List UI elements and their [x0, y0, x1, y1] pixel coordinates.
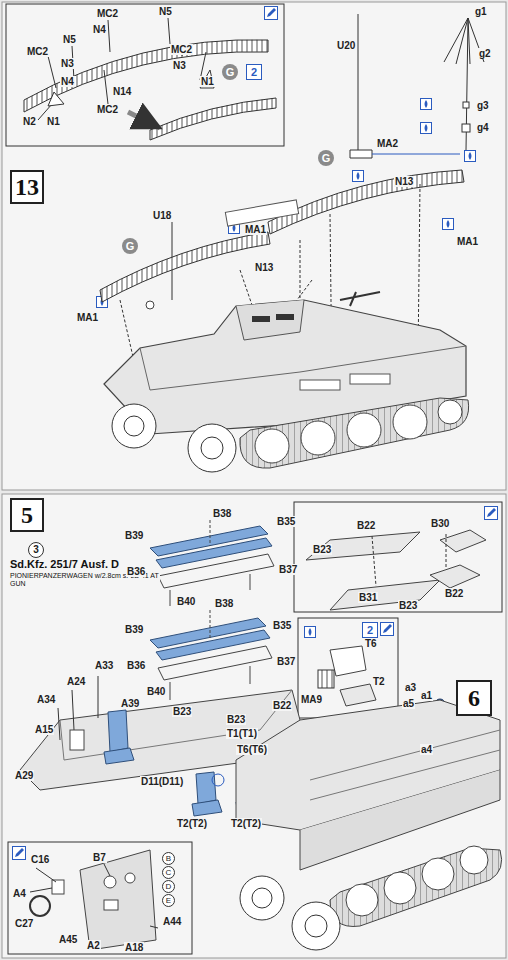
step-number: 6 — [468, 685, 480, 712]
step-number-box: 6 — [456, 680, 492, 716]
part-number: N1 — [200, 76, 215, 87]
part-number: N4 — [60, 76, 75, 87]
part-number: B37 — [278, 564, 298, 575]
part-number: N3 — [172, 60, 187, 71]
part-number: A39 — [120, 698, 140, 709]
part-number: A33 — [94, 660, 114, 671]
part-number: B7 — [92, 852, 107, 863]
part-number: g3 — [476, 100, 490, 111]
part-number: C27 — [14, 918, 34, 929]
part-number: B23 — [172, 706, 192, 717]
part-number: B40 — [176, 596, 196, 607]
part-number: a5 — [402, 698, 415, 709]
part-number: T2(T2) — [230, 818, 262, 829]
part-number: B23 — [226, 714, 246, 725]
count-badge: 2 — [246, 64, 262, 80]
part-number: B23 — [398, 600, 418, 611]
part-number: B39 — [124, 624, 144, 635]
color-letter: E — [162, 894, 175, 907]
part-number: MA2 — [376, 138, 399, 149]
part-number: MA9 — [300, 694, 323, 705]
part-number: a1 — [420, 690, 433, 701]
part-number: A2 — [86, 940, 101, 951]
color-letter: B — [162, 852, 175, 865]
paint-letter-badge: G — [318, 150, 334, 166]
part-number: D11(D11) — [140, 776, 184, 787]
part-number: g4 — [476, 122, 490, 133]
part-number: N5 — [62, 34, 77, 45]
part-number: a4 — [420, 744, 433, 755]
step-number: 5 — [21, 502, 33, 529]
part-number: MA1 — [244, 224, 267, 235]
part-number: B38 — [214, 598, 234, 609]
part-number: T2 — [372, 676, 386, 687]
part-number: N14 — [112, 86, 132, 97]
part-number: U18 — [152, 210, 172, 221]
part-number: B36 — [126, 660, 146, 671]
color-letter: C — [162, 866, 175, 879]
part-number: B22 — [356, 520, 376, 531]
part-number: A45 — [58, 934, 78, 945]
part-number: A34 — [36, 694, 56, 705]
model-title: Sd.Kfz. 251/7 Ausf. D — [10, 558, 119, 570]
part-number: B38 — [212, 508, 232, 519]
part-number: A15 — [34, 724, 54, 735]
part-number: B39 — [124, 530, 144, 541]
part-number: T1(T1) — [226, 728, 258, 739]
part-number: B37 — [276, 656, 296, 667]
option-number: 3 — [28, 542, 44, 558]
part-number: A18 — [124, 942, 144, 953]
part-number: MC2 — [170, 44, 193, 55]
color-letter: D — [162, 880, 175, 893]
count-badge: 2 — [362, 622, 378, 638]
part-number: C16 — [30, 854, 50, 865]
part-number: N13 — [394, 176, 414, 187]
part-number: MC2 — [96, 8, 119, 19]
part-number: N5 — [158, 6, 173, 17]
part-number: T2(T2) — [176, 818, 208, 829]
part-number: MA1 — [456, 236, 479, 247]
part-number: A24 — [66, 676, 86, 687]
part-number: A29 — [14, 770, 34, 781]
part-number: N2 — [22, 116, 37, 127]
part-number: B22 — [272, 700, 292, 711]
step-number-box: 5 — [10, 498, 44, 532]
paint-letter-badge: G — [122, 238, 138, 254]
step-number: 13 — [15, 174, 39, 201]
part-number: B22 — [444, 588, 464, 599]
part-number: U20 — [336, 40, 356, 51]
part-number: B40 — [146, 686, 166, 697]
part-number: B35 — [272, 620, 292, 631]
part-number: T6(T6) — [236, 744, 268, 755]
part-number: MA1 — [76, 312, 99, 323]
part-number: N4 — [92, 24, 107, 35]
part-number: N3 — [60, 58, 75, 69]
part-number: MC2 — [26, 46, 49, 57]
part-number: a3 — [404, 682, 417, 693]
step-number-box: 13 — [10, 170, 44, 204]
part-number: MC2 — [96, 104, 119, 115]
part-number: B35 — [276, 516, 296, 527]
part-number: B31 — [358, 592, 378, 603]
part-number: N13 — [254, 262, 274, 273]
part-number: g2 — [478, 48, 492, 59]
part-number: B23 — [312, 544, 332, 555]
part-number: N1 — [46, 116, 61, 127]
part-number: g1 — [474, 6, 488, 17]
part-number: T6 — [364, 638, 378, 649]
part-number: B36 — [126, 566, 146, 577]
paint-letter-badge: G — [222, 64, 238, 80]
part-number: A44 — [162, 916, 182, 927]
part-number: A4 — [12, 888, 27, 899]
part-number: B30 — [430, 518, 450, 529]
